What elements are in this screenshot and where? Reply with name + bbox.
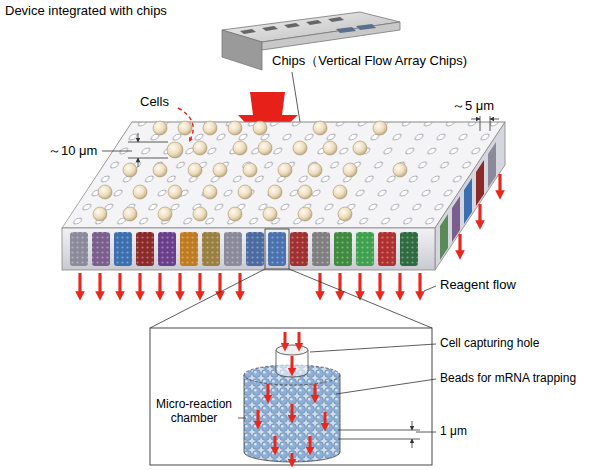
leader-line [292,72,300,122]
dimension [102,133,168,167]
flow-arrows [80,174,500,296]
chip-label: Chips（Vertical Flow Array Chips) [272,54,467,69]
chip-top [62,122,505,228]
chip-front [62,228,435,270]
dimension [471,116,499,131]
flow-label: Reagent flow [440,278,516,293]
zoom-line [150,269,265,328]
device-label: Device integrated with chips [5,4,167,19]
cell-arrow [178,108,193,140]
reaction-chambers [70,232,418,266]
zoom-line [289,269,432,328]
chip-side [435,122,505,270]
dimension-label: ～10 μm [48,144,97,159]
cells [93,121,407,221]
inset [150,328,436,465]
dimension-label: 1 μm [440,425,467,439]
part-label: Cell capturing hole [440,337,539,351]
part-label: Micro-reaction chamber [152,398,236,426]
dimension-label: ～5 μm [452,99,494,114]
part-label: Beads for mRNA trapping [440,372,576,386]
leader-line [424,286,436,291]
cell-label: Cells [140,95,169,110]
